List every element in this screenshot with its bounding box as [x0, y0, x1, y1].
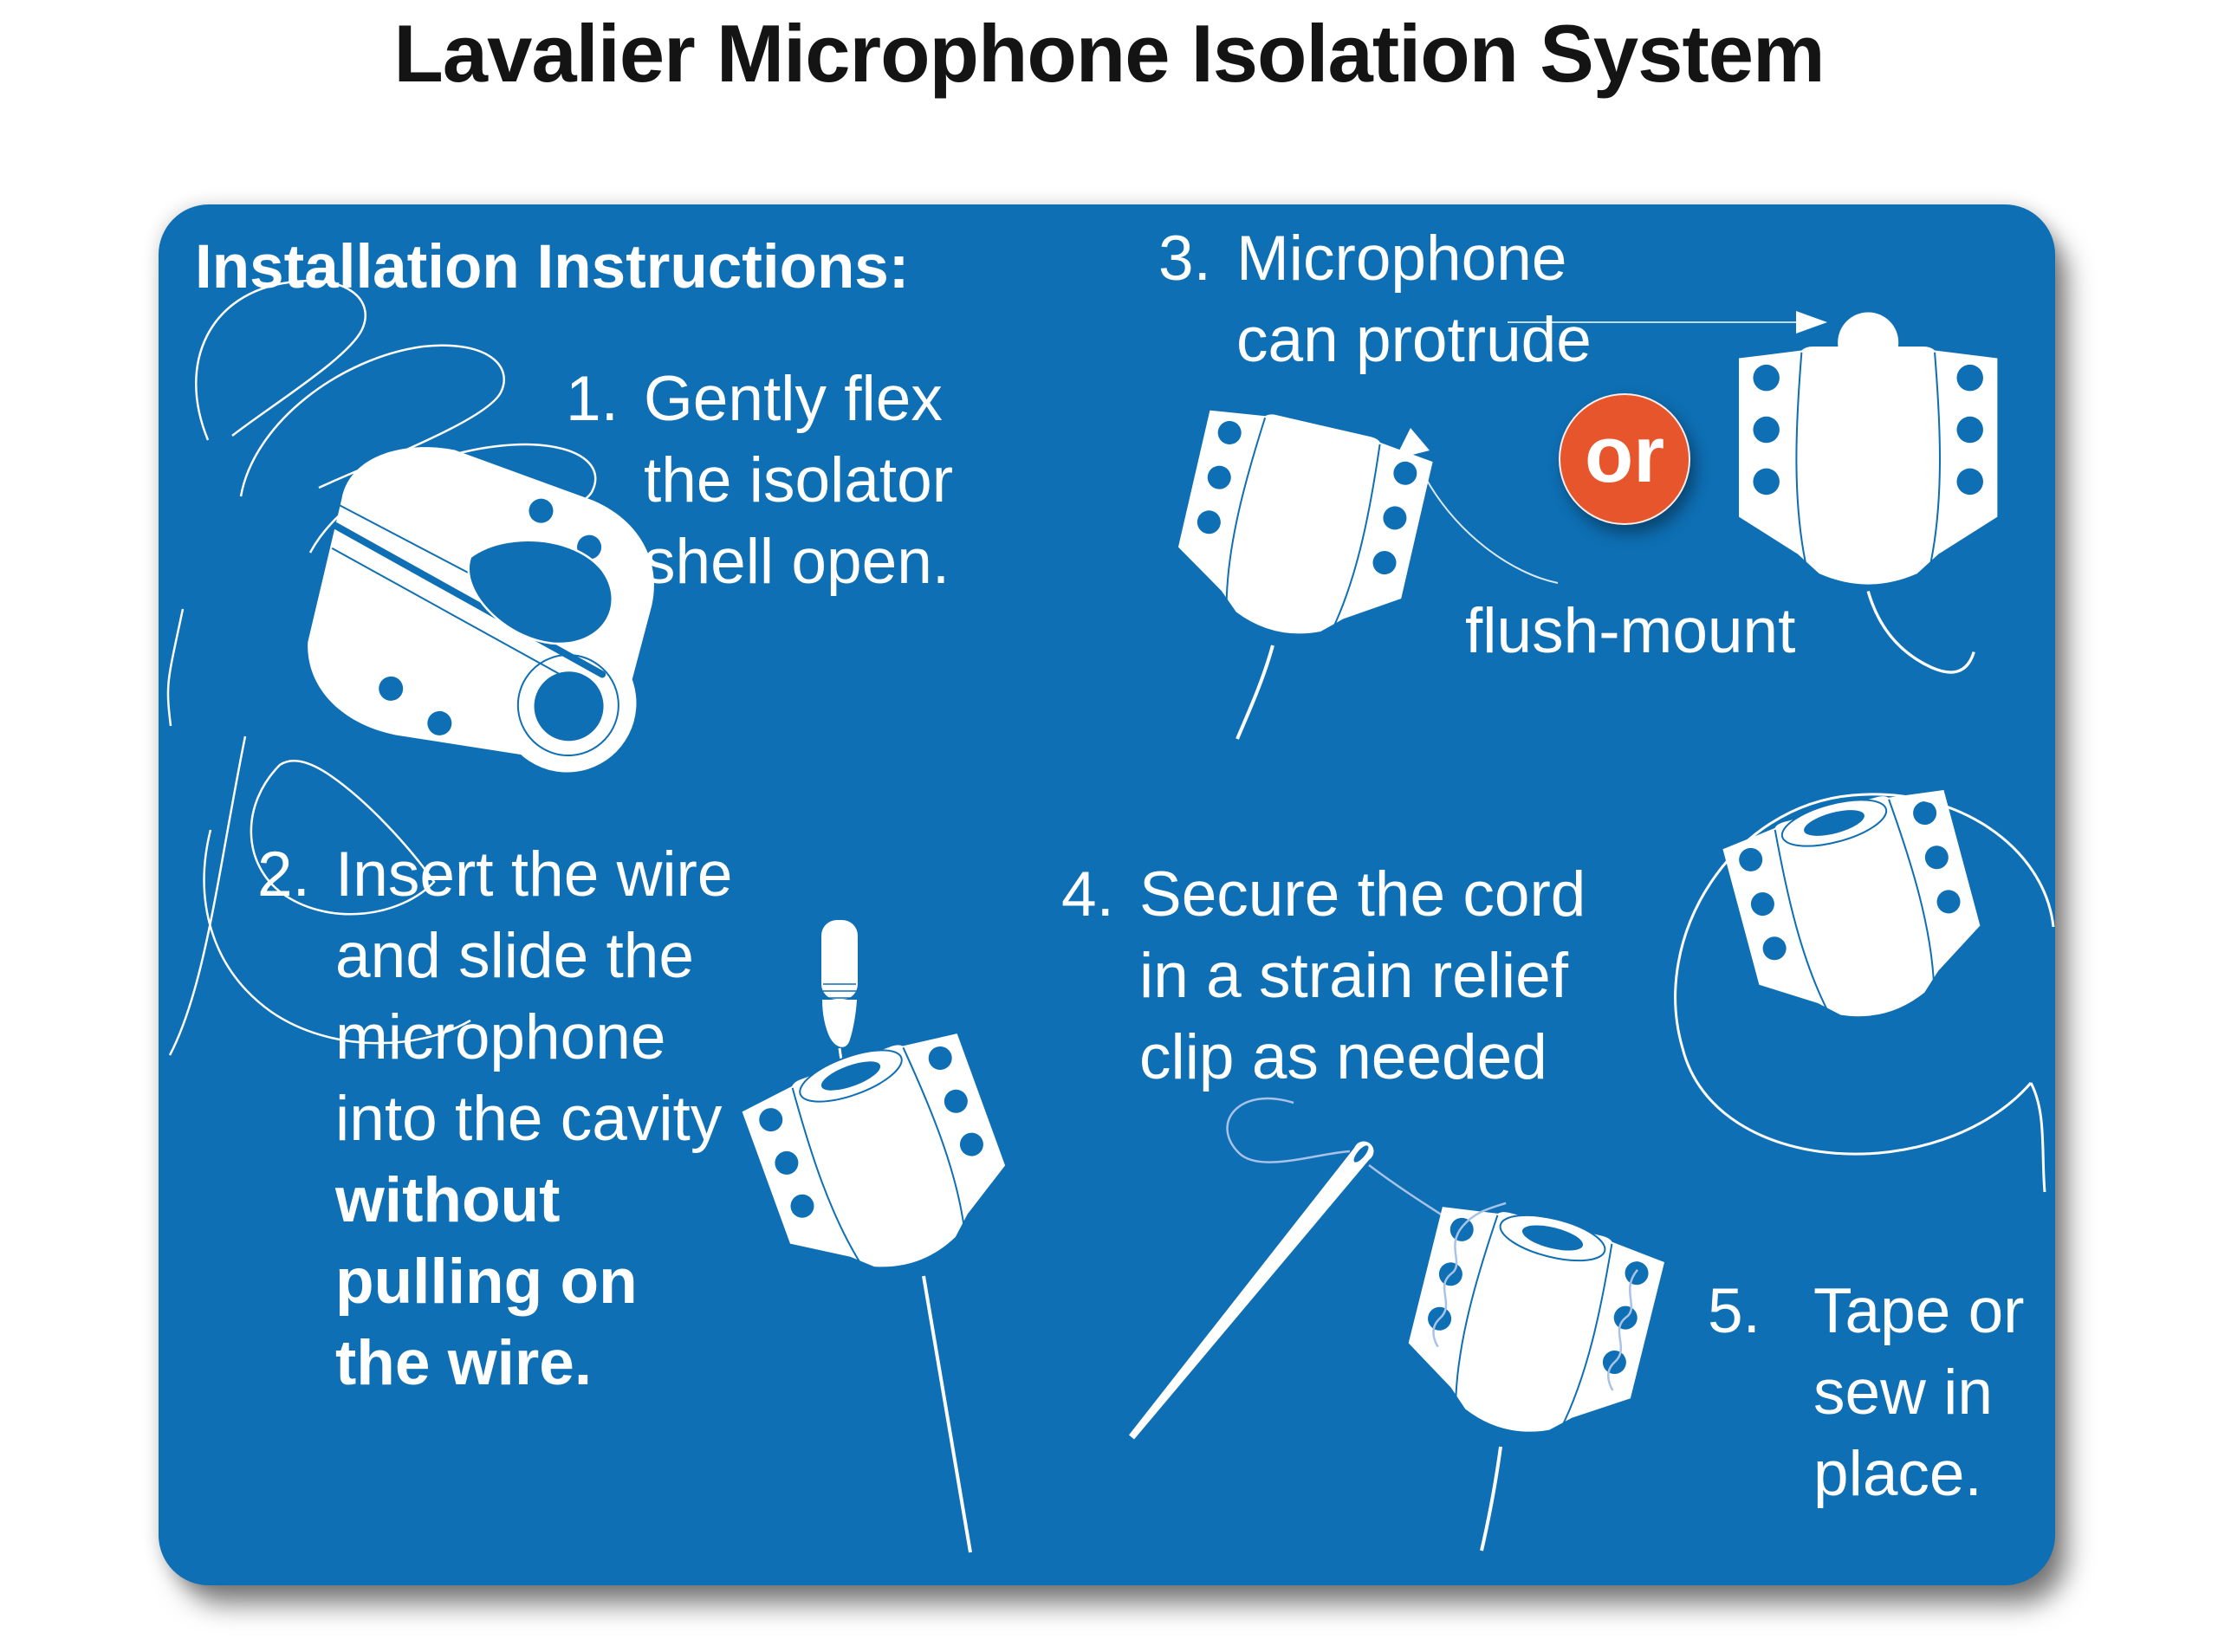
step-1: 1. Gently flex the isolator shell open. [566, 359, 953, 603]
protruding-mic-dome [1838, 312, 1899, 373]
strain-relief-icon [1664, 745, 2055, 1265]
isolator-shell-open [742, 1033, 1006, 1269]
instructions-panel: Installation Instructions: [159, 204, 2055, 1585]
needle [1129, 1141, 1374, 1440]
step-5-text: Tape or sew in place. [1813, 1276, 2025, 1509]
step-2-number: 2. [257, 839, 310, 910]
step-1-number: 1. [566, 364, 619, 434]
or-badge: or [1559, 393, 1690, 525]
isolator-shell-sewn [1408, 1202, 1665, 1432]
wire [1866, 591, 1975, 674]
step-3-text: Microphone can protrude [1236, 224, 1592, 375]
isolator-shell-open [1722, 789, 1981, 1017]
thread [1368, 1163, 1446, 1219]
wire [1480, 1446, 1502, 1552]
thread [1226, 1097, 1351, 1163]
wire [922, 1275, 972, 1553]
flush-mount-label: flush-mount [1465, 596, 1796, 666]
step-5-number: 5. [1708, 1276, 1761, 1346]
sewn-isolator-icon [1352, 1174, 1741, 1585]
step-3-number: 3. [1158, 224, 1211, 294]
wire [1235, 645, 1274, 740]
step-2: 2. Insert the wire and slide the microph… [257, 834, 732, 1404]
isolator-shell-flush [1177, 410, 1433, 634]
protruding-mic-isolator-icon [1724, 308, 2055, 793]
step-4-text: Secure the cord in a strain relief clip … [1139, 859, 1586, 1092]
microphone-capsule [821, 920, 858, 1073]
flush-curved-arrow-icon [1385, 414, 1584, 596]
step-3: 3. Microphone can protrude [1158, 218, 1592, 381]
step-4-number: 4. [1061, 859, 1114, 930]
stitch-thread [1432, 1202, 1638, 1391]
step-4: 4. Secure the cord in a strain relief cl… [1061, 854, 1586, 1098]
panel-heading: Installation Instructions: [195, 233, 910, 301]
step-1-text: Gently flex the isolator shell open. [644, 364, 954, 597]
page-title: Lavalier Microphone Isolation System [393, 8, 1825, 99]
step-2-text: Insert the wire and slide the microphone… [335, 839, 733, 1398]
step-5: 5. Tape or sew in place. [1708, 1271, 2025, 1515]
cord-loop [1674, 793, 2055, 1193]
sewing-needle-icon [1074, 1079, 1482, 1564]
